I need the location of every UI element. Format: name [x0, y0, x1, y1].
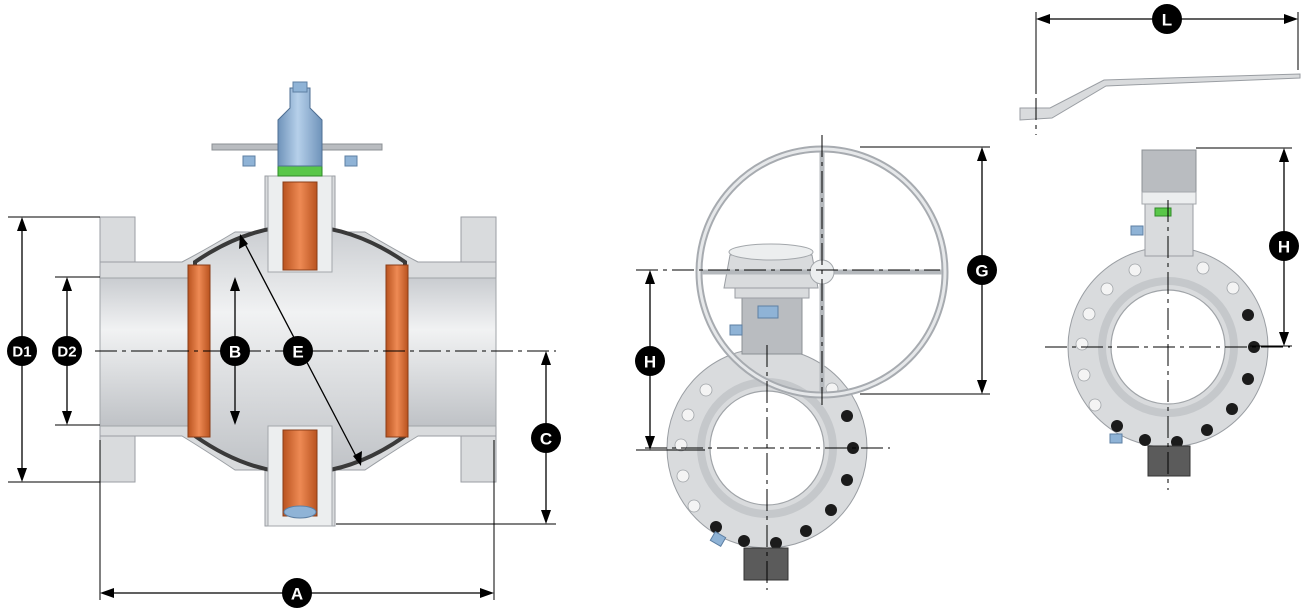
lever-valve-bottom-stem	[1147, 445, 1191, 477]
lever-operated-valve	[1019, 73, 1301, 477]
badge-b: B	[220, 336, 250, 366]
left-extension-lines	[8, 216, 556, 600]
gear-operated-valve	[666, 145, 949, 581]
badge-a: A	[282, 578, 312, 608]
lower-trunnion	[282, 429, 318, 517]
sectional-ball-valve	[99, 81, 497, 527]
label-c: C	[540, 430, 552, 449]
badge-d1: D1	[7, 336, 37, 366]
lever-valve-extension-lines	[1035, 12, 1299, 347]
gearbox-plate	[734, 287, 810, 299]
label-h-gear: H	[644, 353, 656, 372]
label-g: G	[975, 262, 988, 281]
lever-valve-center-lines	[1035, 98, 1290, 490]
label-b: B	[229, 343, 241, 362]
stem-bolt-left	[242, 155, 256, 167]
gear-valve-bottom-stem	[743, 547, 789, 581]
trunnion-plug	[283, 505, 317, 519]
label-a: A	[291, 585, 303, 604]
label-d1: D1	[12, 344, 31, 361]
badge-g: G	[967, 255, 997, 285]
label-l: L	[1162, 11, 1172, 30]
label-h-lever: H	[1278, 238, 1290, 257]
stem-top	[277, 87, 323, 167]
stem-cap	[292, 81, 308, 93]
badge-h-lever: H	[1269, 231, 1299, 261]
gearbox-neck	[741, 295, 803, 355]
badge-l: L	[1152, 4, 1182, 34]
badge-h-gear: H	[635, 346, 665, 376]
valve-lever	[1019, 73, 1301, 121]
gear-valve-extension-lines	[636, 146, 990, 451]
badge-e: E	[283, 336, 313, 366]
packing-ring	[277, 165, 323, 177]
badge-d2: D2	[52, 336, 82, 366]
label-d2: D2	[57, 344, 76, 361]
stem-bolt-right	[344, 155, 358, 167]
gear-valve-center-lines	[636, 135, 940, 590]
label-e: E	[292, 343, 303, 362]
lever-valve-bolt-holes	[1075, 261, 1260, 448]
badge-c: C	[531, 423, 561, 453]
upper-stem	[282, 181, 318, 271]
